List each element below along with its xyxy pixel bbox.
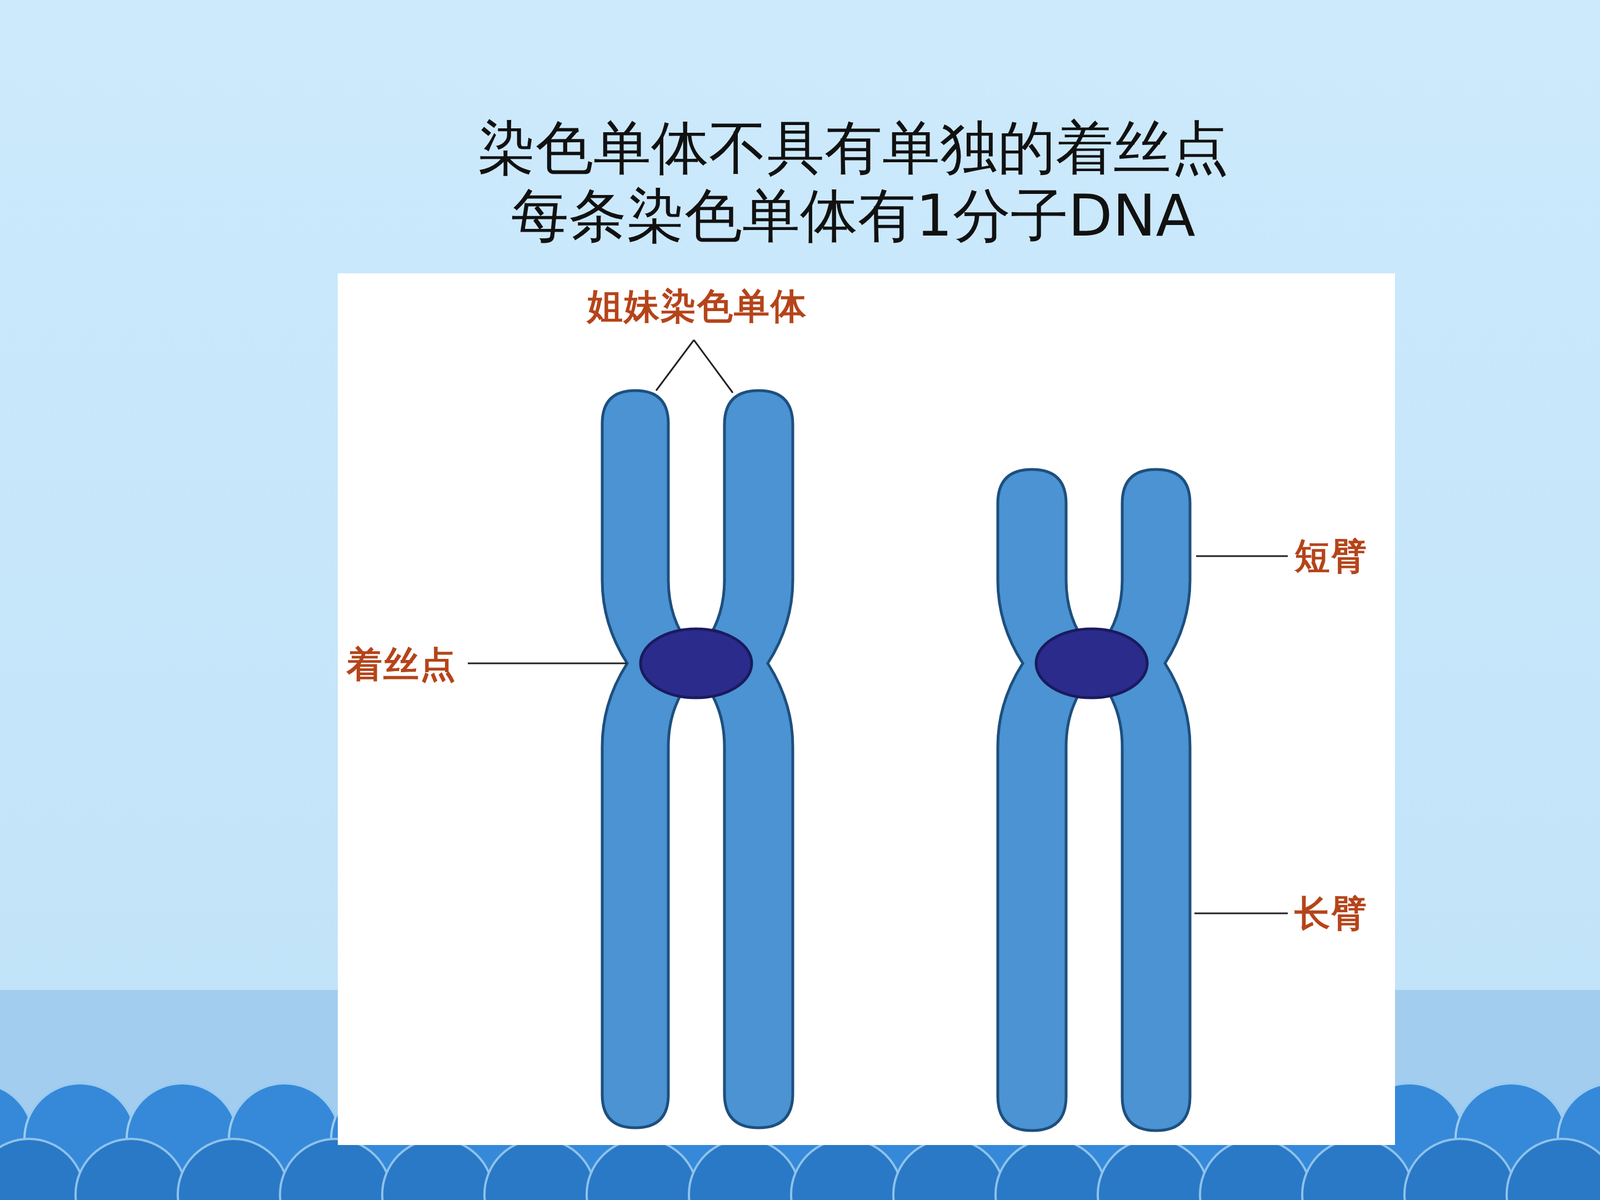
wave-circle — [1506, 1138, 1600, 1200]
wave-circle — [484, 1138, 596, 1200]
wave-circle — [0, 1138, 85, 1200]
leader-line — [693, 340, 733, 393]
wave-circle — [586, 1138, 698, 1200]
wave-circle — [1097, 1138, 1209, 1200]
wave-circle — [1200, 1138, 1312, 1200]
leader-line — [656, 340, 694, 391]
chromatid — [1100, 469, 1190, 1131]
wave-circle — [791, 1138, 903, 1200]
wave-circle — [75, 1138, 187, 1200]
centromere — [1036, 628, 1148, 698]
chromatid — [602, 390, 691, 1128]
part-label: 长臂 — [1294, 893, 1368, 933]
centromere — [640, 628, 752, 698]
wave-circle — [280, 1138, 392, 1200]
wave-circle — [1404, 1138, 1516, 1200]
wave-circle — [995, 1138, 1107, 1200]
leader-lines — [467, 340, 1288, 914]
part-label: 着丝点 — [346, 645, 457, 684]
wave-circle — [893, 1138, 1005, 1200]
chromatid — [702, 390, 793, 1128]
wave-circle — [1302, 1138, 1414, 1200]
leader-line — [1194, 912, 1288, 915]
chromosomes — [602, 390, 1190, 1131]
wave-circle — [177, 1138, 289, 1200]
wave-circle — [382, 1138, 494, 1200]
slide-title: 染色单体不具有单独的着丝点 每条染色单体有1分子DNA — [420, 114, 1287, 250]
wave-circle — [688, 1138, 800, 1200]
image-panel — [337, 273, 1395, 1145]
part-label: 姐妹染色单体 — [587, 286, 808, 326]
chromatid — [997, 469, 1089, 1131]
part-label: 短臂 — [1294, 536, 1368, 576]
leader-line — [467, 662, 627, 665]
leader-line — [1196, 555, 1288, 558]
